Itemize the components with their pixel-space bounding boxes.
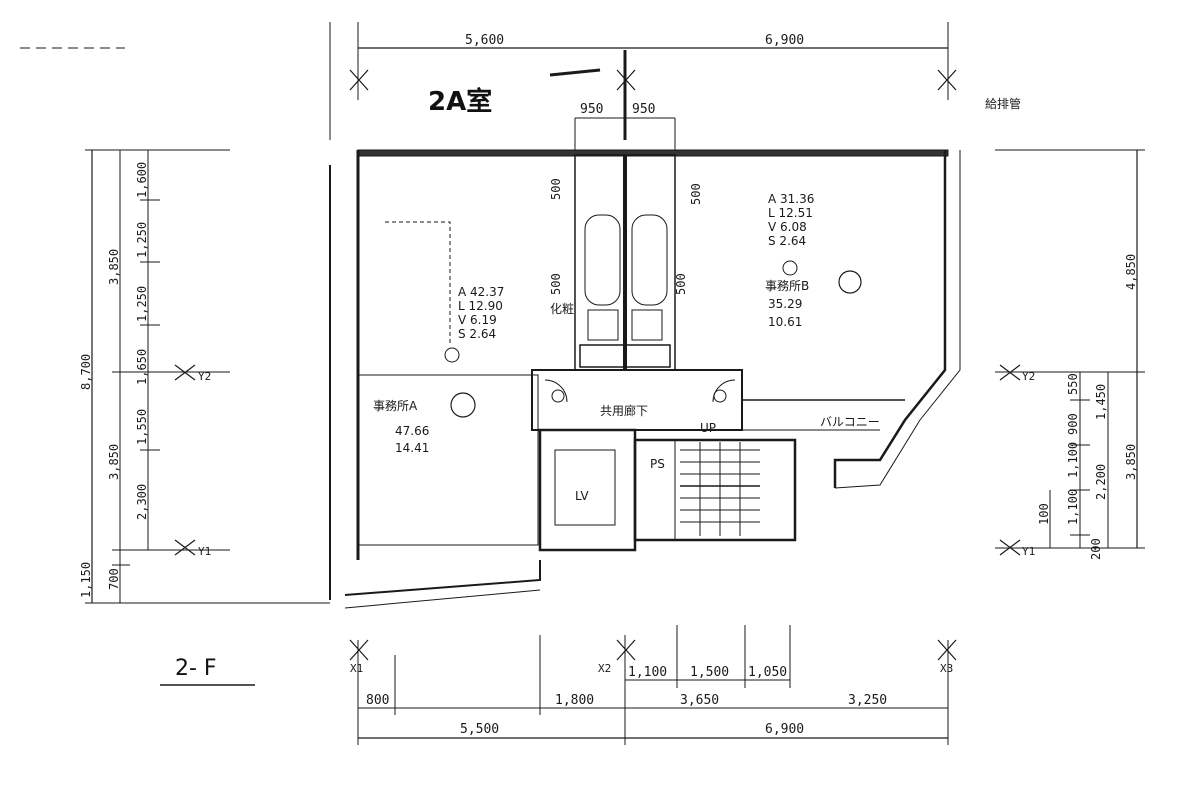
room-b-spec-4: S 2.64 [768, 234, 806, 248]
left-detail-dim-5: 1,550 [135, 409, 149, 445]
axis-x2-bottom: X2 [598, 662, 611, 675]
elevator-label: LV [575, 489, 589, 503]
stair-up-label: UP [700, 421, 716, 435]
room-a-spec-4: S 2.64 [458, 327, 496, 341]
bottom-mid-dim-1: 800 [366, 693, 389, 708]
right-detail-dim-6: 1,100 [1066, 489, 1080, 525]
room-b-name: 事務所B [765, 279, 809, 293]
axis-y2-left: Y2 [198, 370, 211, 383]
top-dim-1: 5,600 [465, 33, 504, 48]
right-detail-dim-2: 1,450 [1094, 384, 1108, 420]
core-dim-3: 500 [549, 273, 563, 295]
balcony-label: バルコニー [820, 415, 880, 429]
room-a-spec-3: V 6.19 [458, 313, 497, 327]
axis-y2-right: Y2 [1022, 370, 1035, 383]
right-total-dim: 4,850 [1124, 254, 1138, 290]
room-b-marker [838, 270, 862, 294]
room-a-tsubo: 14.41 [395, 441, 429, 455]
pipe-space-label: PS [650, 457, 665, 471]
left-detail-dim-3: 1,250 [135, 286, 149, 322]
room-title: 2A室 [428, 86, 492, 117]
room-a-marker [450, 392, 476, 418]
axis-x3-bottom: X3 [940, 662, 953, 675]
core-dim-4: 500 [674, 273, 688, 295]
right-detail-dim-7: 200 [1089, 538, 1103, 560]
left-detail-dim-1: 1,600 [135, 162, 149, 198]
bottom-dim-1: 5,500 [460, 722, 499, 737]
room-b-spec-3: V 6.08 [768, 220, 807, 234]
left-mid-dim-2: 3,850 [107, 444, 121, 480]
bottom-mid-dim-3: 3,650 [680, 693, 719, 708]
room-a-boundary [357, 374, 539, 546]
left-mid-dim-3: 1,150 [79, 562, 93, 598]
bottom-detail-dim-2: 1,500 [690, 665, 729, 680]
room-a-spec-1: A 42.37 [458, 285, 504, 299]
left-detail-dim-6: 2,300 [135, 484, 149, 520]
top-dim-2: 6,900 [765, 33, 804, 48]
axis-y1-left: Y1 [198, 545, 211, 558]
top-small-dim-2: 950 [632, 102, 655, 117]
right-mid-dim: 3,850 [1124, 444, 1138, 480]
room-a-name: 事務所A [373, 399, 418, 413]
bottom-dim-2: 6,900 [765, 722, 804, 737]
left-detail-dim-7: 700 [107, 568, 121, 590]
core-dim-2: 500 [689, 183, 703, 205]
bottom-mid-dim-4: 3,250 [848, 693, 887, 708]
bottom-detail-dim-1: 1,100 [628, 665, 667, 680]
top-small-dim-1: 950 [580, 102, 603, 117]
left-detail-dim-4: 1,650 [135, 349, 149, 385]
south-wall [344, 560, 541, 596]
room-b-spec-2: L 12.51 [768, 206, 813, 220]
core-dim-1: 500 [549, 178, 563, 200]
wc-label: 化粧 [550, 302, 574, 316]
axis-x1-bottom: X1 [350, 662, 363, 675]
right-small-dim: 100 [1037, 503, 1051, 525]
room-b-tsubo: 10.61 [768, 315, 802, 329]
bottom-mid-dim-2: 1,800 [555, 693, 594, 708]
stairwell [633, 438, 797, 542]
floor-label: 2- F [175, 656, 217, 681]
right-detail-dim-5: 2,200 [1094, 464, 1108, 500]
room-b-spec-1: A 31.36 [768, 192, 814, 206]
room-a-area: 47.66 [395, 424, 429, 438]
pipe-note: 給排管 [985, 96, 1021, 111]
room-a-spec-2: L 12.90 [458, 299, 503, 313]
axis-y1-right: Y1 [1022, 545, 1035, 558]
right-detail-dim-4: 1,100 [1066, 442, 1080, 478]
left-mid-dim-1: 3,850 [107, 249, 121, 285]
bottom-detail-dim-3: 1,050 [748, 665, 787, 680]
corridor-label: 共用廊下 [600, 403, 648, 418]
left-total-dim: 8,700 [79, 354, 93, 390]
room-b-area: 35.29 [768, 297, 802, 311]
right-detail-dim-3: 900 [1066, 413, 1080, 435]
right-detail-dim-1: 550 [1066, 373, 1080, 395]
section-arrow [549, 68, 601, 77]
east-wall [833, 150, 947, 488]
left-detail-dim-2: 1,250 [135, 222, 149, 258]
